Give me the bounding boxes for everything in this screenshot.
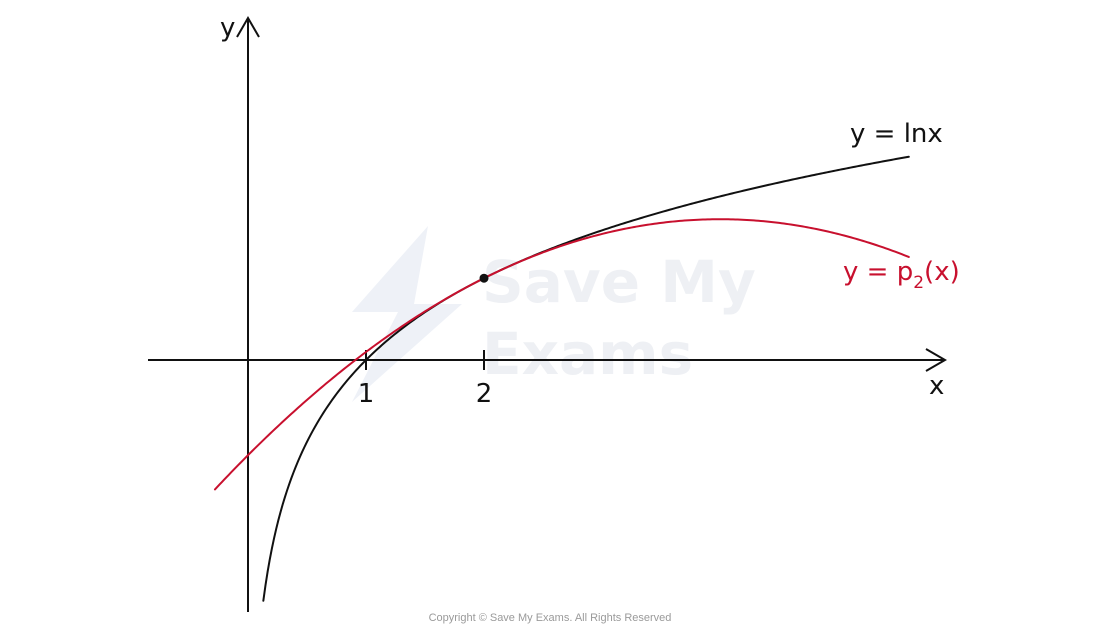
x-ticks: 1 2 <box>358 350 493 409</box>
watermark-line2: Exams <box>482 320 693 388</box>
series-line-lnx <box>262 155 910 602</box>
x-tick-label: 1 <box>358 379 375 409</box>
series-label-p2-main: y = p <box>843 257 913 287</box>
axes: x y <box>148 13 947 612</box>
watermark: Save My Exams <box>352 226 756 402</box>
copyright-text: Copyright © Save My Exams. All Rights Re… <box>429 612 672 624</box>
series-label-lnx: y = lnx <box>850 119 943 149</box>
x-tick-label: 2 <box>476 379 493 409</box>
y-axis-label: y <box>220 13 235 43</box>
x-axis-label: x <box>929 371 944 401</box>
watermark-line1: Save My <box>482 248 756 316</box>
series-label-p2: y = p2(x) <box>843 257 960 293</box>
series-line-p2 <box>213 218 910 491</box>
tangent-point <box>479 273 489 283</box>
watermark-bolt-icon <box>352 226 462 402</box>
series-label-p2-tail: (x) <box>924 257 960 287</box>
series-label-p2-sub: 2 <box>913 273 924 293</box>
y-axis-arrow-icon <box>236 16 260 38</box>
x-axis-arrow-icon <box>925 348 947 372</box>
